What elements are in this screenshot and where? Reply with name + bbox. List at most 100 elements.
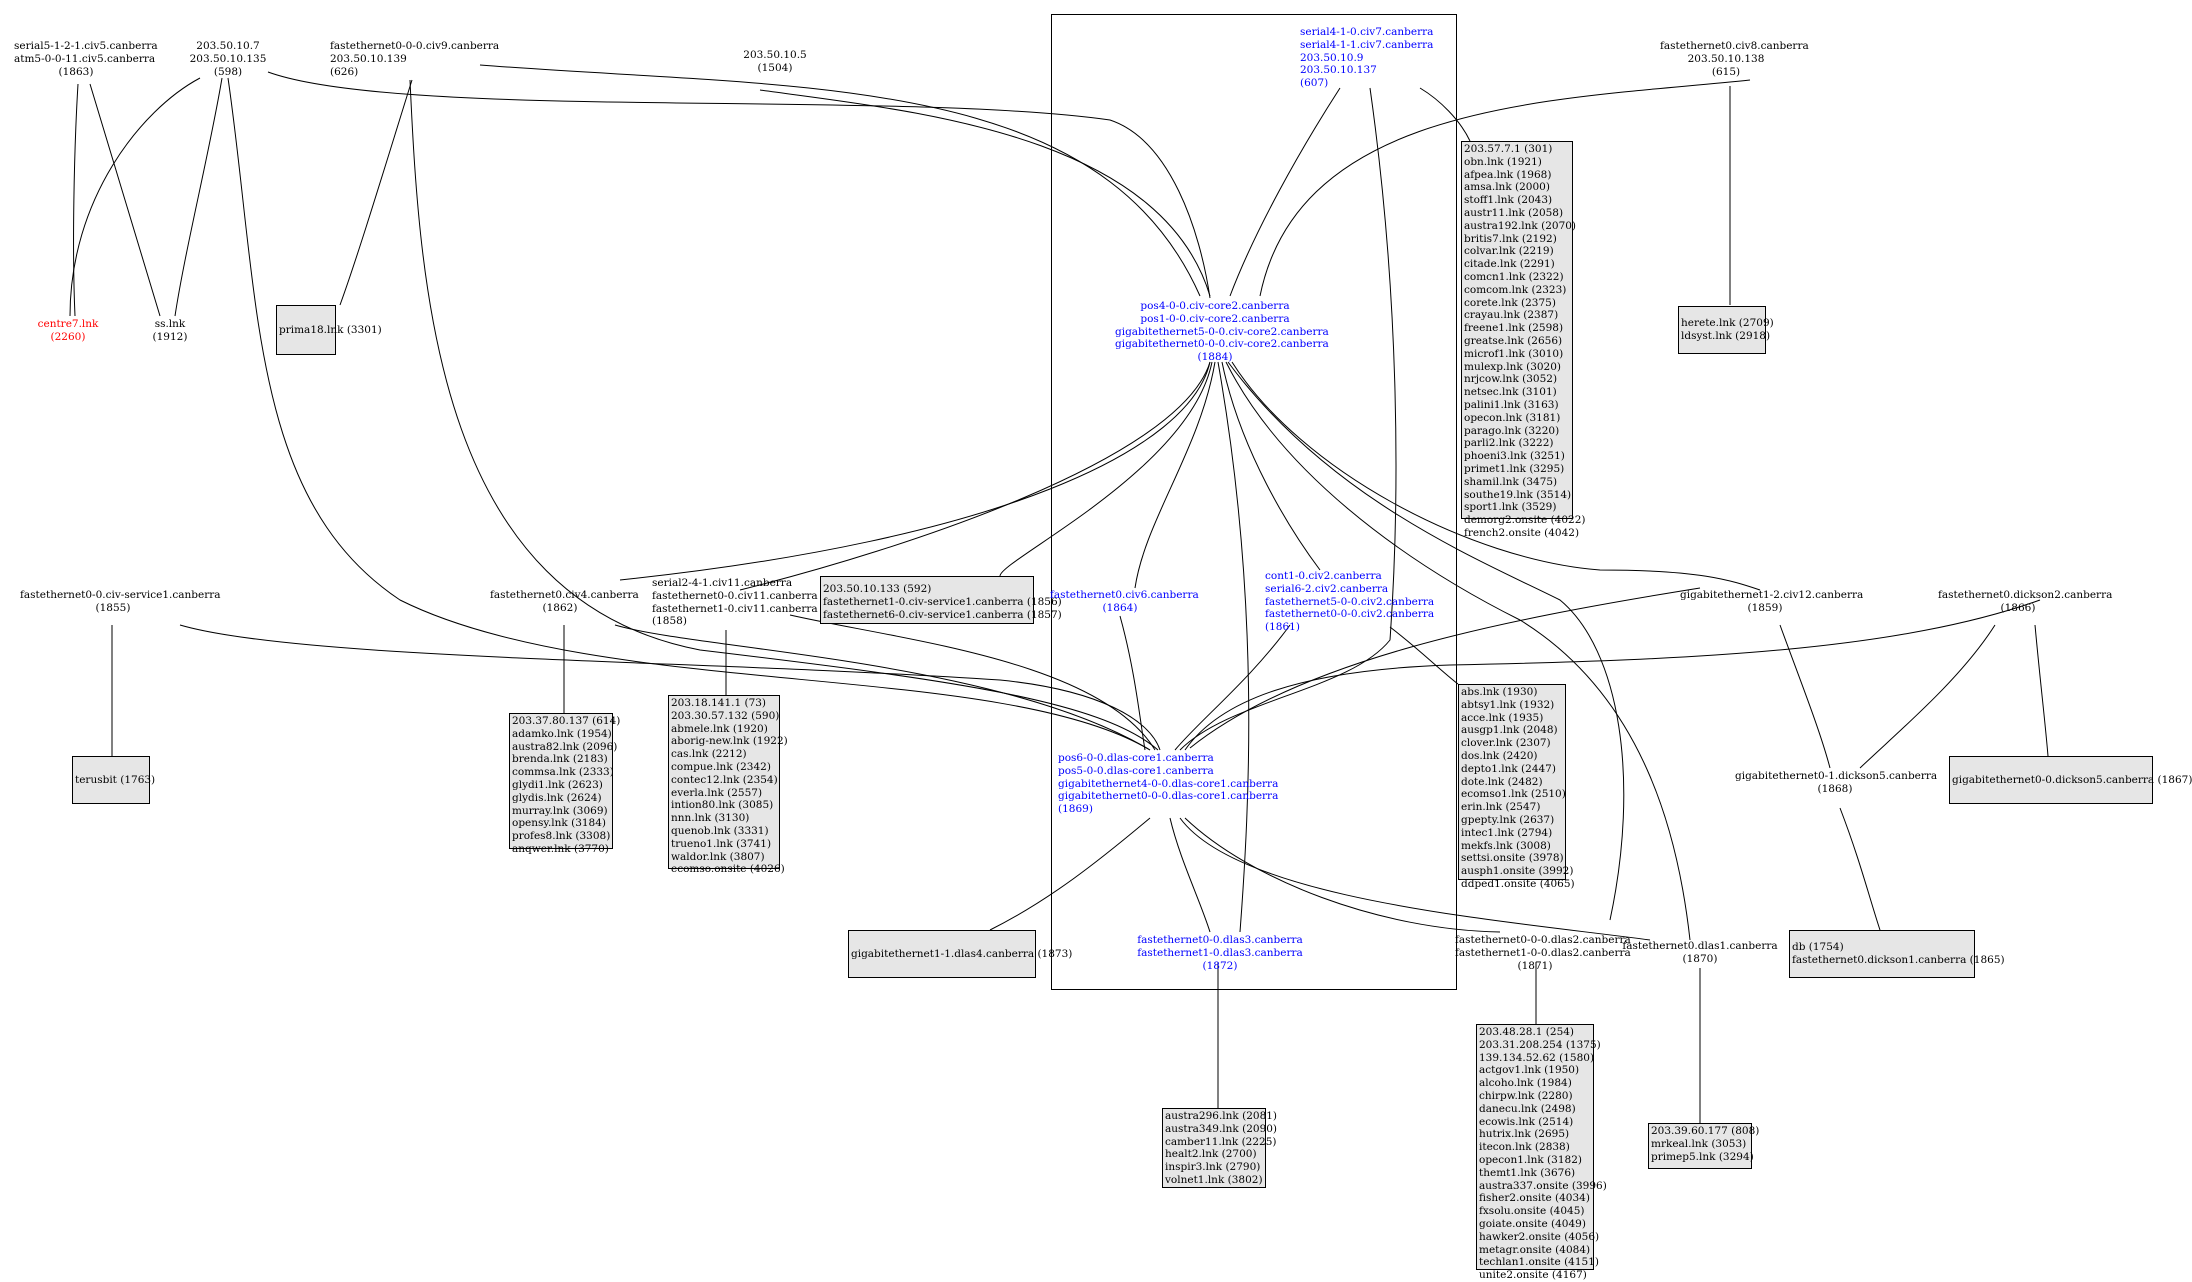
network-edge [73, 83, 79, 317]
box-3301[interactable]: prima18.lnk (3301) [276, 305, 382, 355]
box-1763[interactable]: terusbit (1763) [72, 756, 155, 804]
node-label-line: nrjcow.lnk (3052) [1464, 373, 1558, 386]
node-label-line: ss.lnk [154, 318, 186, 330]
node-label-line: commsa.lnk (2333) [512, 766, 614, 779]
box-614-list[interactable]: 203.37.80.137 (614)adamko.lnk (1954)aust… [509, 713, 620, 855]
node-label-line: fastethernet1-0.civ11.canberra [652, 602, 818, 615]
node-label-line: microf1.lnk (3010) [1464, 347, 1564, 360]
box-808[interactable]: 203.39.60.177 (808)mrkeal.lnk (3053)prim… [1648, 1123, 1759, 1169]
node-label-line: (1861) [1265, 621, 1300, 634]
node-label-line: murray.lnk (3069) [512, 804, 608, 817]
node-label-line: pos1-0-0.civ-core2.canberra [1140, 312, 1290, 325]
network-edge [69, 77, 201, 317]
node-label-line: (1872) [1202, 959, 1238, 972]
node-label-line: fastethernet6-0.civ-service1.canberra (1… [823, 608, 1062, 621]
node-label-line: 203.50.10.135 [189, 52, 267, 65]
node-label-line: trueno1.lnk (3741) [671, 837, 772, 850]
node-label-line: crayau.lnk (2387) [1464, 309, 1559, 322]
node-1864[interactable]: fastethernet0.civ6.canberra(1864) [1050, 589, 1199, 615]
node-label-line: dos.lnk (2420) [1461, 749, 1538, 762]
box-2709[interactable]: herete.lnk (2709)ldsyst.lnk (2918) [1678, 306, 1774, 354]
node-2260[interactable]: centre7.lnk(2260) [30, 318, 106, 344]
node-label-line: 203.50.10.5 [743, 49, 807, 61]
node-label-line: clover.lnk (2307) [1461, 737, 1551, 750]
box-592[interactable]: 203.50.10.133 (592)fastethernet1-0.civ-s… [820, 576, 1062, 624]
node-label-line: (1504) [757, 61, 793, 74]
node-1912[interactable]: ss.lnk(1912) [140, 318, 200, 344]
node-label-line: fastethernet5-0-0.civ2.canberra [1265, 595, 1435, 608]
node-label-line: (1866) [2000, 601, 2036, 614]
node-label-line: anqwer.lnk (3770) [512, 842, 609, 855]
node-label-line: 203.50.10.139 [330, 52, 407, 65]
node-label-line: hutrix.lnk (2695) [1479, 1128, 1570, 1141]
box-1930-list[interactable]: abs.lnk (1930)abtsy1.lnk (1932)acce.lnk … [1458, 684, 1575, 890]
node-label-line: aborig-new.lnk (1922) [671, 735, 788, 748]
node-1859[interactable]: gigabitethernet1-2.civ12.canberra(1859) [1680, 589, 1863, 615]
network-edge [759, 89, 1211, 297]
box-1867[interactable]: gigabitethernet0-0.dickson5.canberra (18… [1949, 756, 2192, 804]
node-label-line: (598) [213, 65, 243, 78]
node-label-line: inspir3.lnk (2790) [1165, 1161, 1261, 1174]
node-label-line: opecon1.lnk (3182) [1479, 1153, 1582, 1166]
node-label-line: db (1754) [1792, 941, 1844, 953]
box-1754[interactable]: db (1754)fastethernet0.dickson1.canberra… [1789, 930, 2005, 978]
network-edge [1225, 361, 1691, 941]
node-label-line: 203.50.10.138 [1687, 52, 1765, 65]
network-edge [1419, 87, 1471, 142]
node-label-line: 203.57.7.1 (301) [1464, 143, 1553, 155]
node-1855[interactable]: fastethernet0-0.civ-service1.canberra(18… [20, 589, 221, 615]
node-label-line: gigabitethernet0-0-0.dlas-core1.canberra [1058, 790, 1279, 803]
box-301-list[interactable]: 203.57.7.1 (301)obn.lnk (1921)afpea.lnk … [1461, 141, 1586, 539]
node-label-line: 203.31.208.254 (1375) [1479, 1038, 1601, 1051]
node-label-line: demorg2.onsite (4022) [1464, 514, 1586, 527]
node-label-line: fastethernet0.civ6.canberra [1050, 589, 1199, 601]
node-label-line: serial4-1-0.civ7.canberra [1300, 26, 1434, 38]
node-label-line: netsec.lnk (3101) [1464, 386, 1557, 399]
node-label-line: waldor.lnk (3807) [671, 850, 765, 863]
node-label-line: volnet1.lnk (3802) [1165, 1173, 1263, 1186]
network-edge [1231, 361, 1761, 591]
dlas-cluster-frame [1051, 14, 1457, 990]
network-edge [1174, 624, 1291, 751]
node-label-line: unite2.onsite (4167) [1479, 1269, 1587, 1282]
network-edge [409, 79, 1159, 751]
node-label-line: gigabitethernet0-1.dickson5.canberra [1735, 770, 1938, 782]
node-1862[interactable]: fastethernet0.civ4.canberra(1862) [490, 589, 639, 615]
network-edge [1169, 817, 1211, 933]
node-label-line: parago.lnk (3220) [1464, 424, 1560, 437]
box-1873[interactable]: gigabitethernet1-1.dlas4.canberra (1873) [848, 930, 1072, 978]
box-254-list[interactable]: 203.48.28.1 (254)203.31.208.254 (1375)13… [1476, 1024, 1607, 1281]
network-edge [1134, 361, 1216, 589]
node-1504[interactable]: 203.50.10.5(1504) [735, 49, 815, 75]
node-label-line: (2260) [50, 330, 86, 343]
node-label-line: serial5-1-2-1.civ5.canberra [14, 40, 158, 52]
node-1866[interactable]: fastethernet0.dickson2.canberra(1866) [1938, 589, 2112, 615]
node-label-line: pos4-0-0.civ-core2.canberra [1140, 300, 1290, 312]
network-edge [1259, 79, 1751, 297]
box-2081-list[interactable]: austra296.lnk (2081)austra349.lnk (2090)… [1162, 1108, 1277, 1188]
network-edge [89, 83, 161, 317]
node-label-line: austra337.onsite (3996) [1479, 1179, 1607, 1192]
node-1868[interactable]: gigabitethernet0-1.dickson5.canberra(186… [1735, 770, 1938, 796]
node-label-line: (626) [330, 65, 359, 78]
node-1870[interactable]: fastethernet0.dlas1.canberra(1870) [1622, 940, 1778, 966]
node-label-line: healt2.lnk (2700) [1165, 1148, 1257, 1161]
node-label-line: quenob.lnk (3331) [671, 824, 769, 837]
box-73-list[interactable]: 203.18.141.1 (73)203.30.57.132 (590)abme… [668, 695, 788, 875]
node-label-line: adamko.lnk (1954) [512, 727, 612, 740]
node-label-line: intec1.lnk (2794) [1461, 826, 1553, 839]
node-label-line: comcom.lnk (2323) [1464, 283, 1567, 296]
network-edge [179, 624, 1161, 751]
